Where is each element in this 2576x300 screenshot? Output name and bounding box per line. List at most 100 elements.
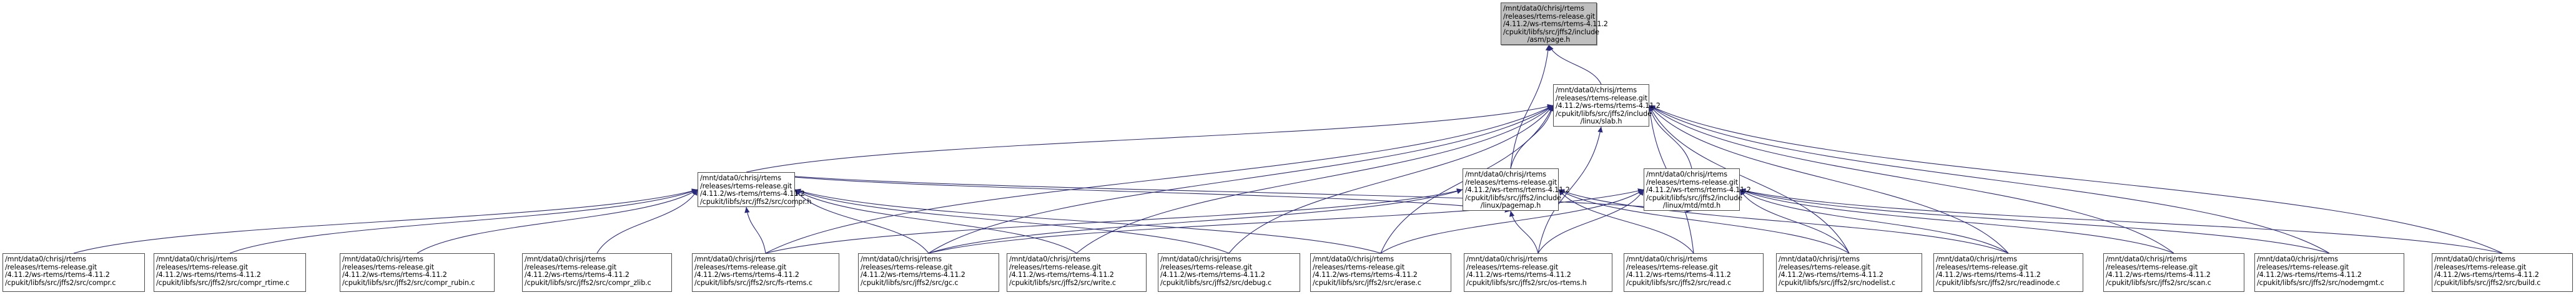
graph-edge <box>928 105 1554 254</box>
graph-node-line: /mnt/data0/chrisj/rtems <box>1160 255 1241 263</box>
graph-node-root[interactable]: /mnt/data0/chrisj/rtems/releases/rtems-r… <box>1501 2 1608 45</box>
graph-node-line: /mnt/data0/chrisj/rtems <box>1009 255 1090 263</box>
graph-edge-arrowhead <box>1456 188 1463 194</box>
graph-node[interactable]: /mnt/data0/chrisj/rtems/releases/rtems-r… <box>1158 253 1300 292</box>
graph-node-line: /mnt/data0/chrisj/rtems <box>156 255 237 263</box>
graph-edge <box>928 189 1463 254</box>
graph-node-line: /releases/rtems-release.git <box>2106 263 2198 271</box>
graph-node-line: /cpukit/libfs/src/jffs2/include <box>1503 27 1599 36</box>
graph-node-line: /mnt/data0/chrisj/rtems <box>694 255 776 263</box>
graph-node-line: /4.11.2/ws-rtems/rtems-4.11.2 <box>694 271 799 279</box>
graph-node-line: /4.11.2/ws-rtems/rtems-4.11.2 <box>1313 271 1418 279</box>
graph-node-line: /mnt/data0/chrisj/rtems <box>1466 255 1547 263</box>
graph-node-line: /releases/rtems-release.git <box>694 263 787 271</box>
graph-node-line: /releases/rtems-release.git <box>1160 263 1253 271</box>
graph-node[interactable]: /mnt/data0/chrisj/rtems/releases/rtems-r… <box>1463 168 1570 211</box>
graph-edge-arrowhead <box>1547 105 1553 111</box>
graph-node[interactable]: /mnt/data0/chrisj/rtems/releases/rtems-r… <box>340 253 495 292</box>
graph-edge-arrowhead <box>1547 105 1553 112</box>
graph-node-line: /4.11.2/ws-rtems/rtems-4.11.2 <box>2106 271 2211 279</box>
graph-node-line: /mnt/data0/chrisj/rtems <box>1465 170 1546 178</box>
graph-edge <box>1558 189 2009 254</box>
graph-edge-arrowhead <box>1637 188 1644 194</box>
graph-edge-arrowhead <box>1509 211 1515 217</box>
graph-node-line: /4.11.2/ws-rtems/rtems-4.11.2 <box>1936 271 2041 279</box>
graph-edge <box>794 189 929 254</box>
graph-node-line: /releases/rtems-release.git <box>1466 263 1559 271</box>
graph-node-line: /releases/rtems-release.git <box>156 263 249 271</box>
graph-edge <box>1739 189 1850 254</box>
graph-node-line: /asm/page.h <box>1527 36 1571 44</box>
graph-node[interactable]: /mnt/data0/chrisj/rtems/releases/rtems-r… <box>1310 253 1451 292</box>
graph-node[interactable]: /mnt/data0/chrisj/rtems/releases/rtems-r… <box>2254 253 2404 292</box>
graph-node-line: /cpukit/libfs/src/jffs2/src/readinode.c <box>1936 278 2060 287</box>
graph-edge <box>794 189 1230 254</box>
graph-node[interactable]: /mnt/data0/chrisj/rtems/releases/rtems-r… <box>1776 253 1922 292</box>
graph-node[interactable]: /mnt/data0/chrisj/rtems/releases/rtems-r… <box>2 253 145 292</box>
graph-node-line: /4.11.2/ws-rtems/rtems-4.11.2 <box>2257 271 2362 279</box>
graph-node[interactable]: /mnt/data0/chrisj/rtems/releases/rtems-r… <box>2103 253 2244 292</box>
graph-edge <box>596 189 698 254</box>
graph-node[interactable]: /mnt/data0/chrisj/rtems/releases/rtems-r… <box>1644 168 1751 211</box>
graph-node[interactable]: /mnt/data0/chrisj/rtems/releases/rtems-r… <box>692 253 839 292</box>
graph-edge-arrowhead <box>1637 190 1644 195</box>
graph-edge <box>765 189 1463 254</box>
graph-edge-arrowhead <box>691 189 698 195</box>
graph-node-line: /cpukit/libfs/src/jffs2/src/os-rtems.h <box>1466 278 1587 287</box>
graph-node[interactable]: /mnt/data0/chrisj/rtems/releases/rtems-r… <box>698 172 811 207</box>
graph-edge-arrowhead <box>1545 45 1551 51</box>
graph-edge <box>1649 105 1692 169</box>
graph-node-line: /4.11.2/ws-rtems/rtems-4.11.2 <box>525 271 629 279</box>
graph-node-line: /mnt/data0/chrisj/rtems <box>1626 255 1707 263</box>
graph-node-line: /4.11.2/ws-rtems/rtems-4.11.2 <box>1465 186 1570 195</box>
graph-node[interactable]: /mnt/data0/chrisj/rtems/releases/rtems-r… <box>522 253 672 292</box>
graph-edge <box>1510 210 1539 254</box>
graph-node-line: /cpukit/libfs/src/jffs2/src/compr_zlib.c <box>525 278 651 287</box>
graph-node-line: /4.11.2/ws-rtems/rtems-4.11.2 <box>156 271 261 279</box>
graph-node[interactable]: /mnt/data0/chrisj/rtems/releases/rtems-r… <box>2432 253 2573 292</box>
graph-node-line: /cpukit/libfs/src/jffs2/include <box>1556 109 1652 118</box>
graph-node[interactable]: /mnt/data0/chrisj/rtems/releases/rtems-r… <box>1933 253 2083 292</box>
graph-node[interactable]: /mnt/data0/chrisj/rtems/releases/rtems-r… <box>858 253 999 292</box>
graph-node-line: /4.11.2/ws-rtems/rtems-4.11.2 <box>1009 271 1114 279</box>
graph-edge <box>765 105 1554 254</box>
graph-node-line: /4.11.2/ws-rtems/rtems-4.11.2 <box>1466 271 1571 279</box>
graph-node-line: /linux/pagemap.h <box>1480 201 1541 210</box>
graph-node-line: /releases/rtems-release.git <box>1936 263 2028 271</box>
graph-edge <box>1739 189 2503 254</box>
graph-node-line: /releases/rtems-release.git <box>5 263 97 271</box>
graph-node-line: /releases/rtems-release.git <box>1503 12 1596 21</box>
graph-node-line: /releases/rtems-release.git <box>2257 263 2349 271</box>
graph-edge <box>746 105 1554 173</box>
graph-edge <box>1649 105 2503 254</box>
graph-node-line: /mnt/data0/chrisj/rtems <box>700 174 781 182</box>
graph-node[interactable]: /mnt/data0/chrisj/rtems/releases/rtems-r… <box>1464 253 1612 292</box>
graph-node-line: /cpukit/libfs/src/jffs2/src/erase.c <box>1313 278 1421 287</box>
graph-node-line: /linux/slab.h <box>1580 117 1622 126</box>
graph-node-line: /releases/rtems-release.git <box>861 263 953 271</box>
graph-node-line: /4.11.2/ws-rtems/rtems-4.11.2 <box>342 271 447 279</box>
graph-node[interactable]: /mnt/data0/chrisj/rtems/releases/rtems-r… <box>1624 253 1764 292</box>
graph-edge-arrowhead <box>1456 188 1463 194</box>
graph-node-line: /4.11.2/ws-rtems/rtems-4.11.2 <box>700 190 805 198</box>
graph-node-line: /4.11.2/ws-rtems/rtems-4.11.2 <box>1503 20 1608 29</box>
graph-node-line: /mnt/data0/chrisj/rtems <box>1313 255 1394 263</box>
graph-node-line: /releases/rtems-release.git <box>342 263 435 271</box>
graph-node-line: /cpukit/libfs/src/jffs2/src/build.c <box>2434 278 2541 287</box>
graph-node-line: /mnt/data0/chrisj/rtems <box>525 255 606 263</box>
graph-node-line: /releases/rtems-release.git <box>525 263 617 271</box>
graph-edge <box>1510 105 1554 169</box>
graph-node[interactable]: /mnt/data0/chrisj/rtems/releases/rtems-r… <box>1007 253 1147 292</box>
graph-edge <box>746 206 766 254</box>
graph-edge <box>229 189 698 254</box>
graph-node-line: /mnt/data0/chrisj/rtems <box>1779 255 1860 263</box>
graph-node-line: /cpukit/libfs/src/jffs2/src/nodelist.c <box>1779 278 1895 287</box>
graph-node-line: /releases/rtems-release.git <box>1779 263 1871 271</box>
graph-node-line: /mnt/data0/chrisj/rtems <box>2106 255 2187 263</box>
graph-node[interactable]: /mnt/data0/chrisj/rtems/releases/rtems-r… <box>1553 84 1661 127</box>
graph-edge <box>1548 44 1602 85</box>
graph-edge-arrowhead <box>1549 45 1554 51</box>
graph-edge-arrowhead <box>1547 104 1553 110</box>
graph-node-line: /cpukit/libfs/src/jffs2/src/write.c <box>1009 278 1116 287</box>
graph-node[interactable]: /mnt/data0/chrisj/rtems/releases/rtems-r… <box>154 253 306 292</box>
